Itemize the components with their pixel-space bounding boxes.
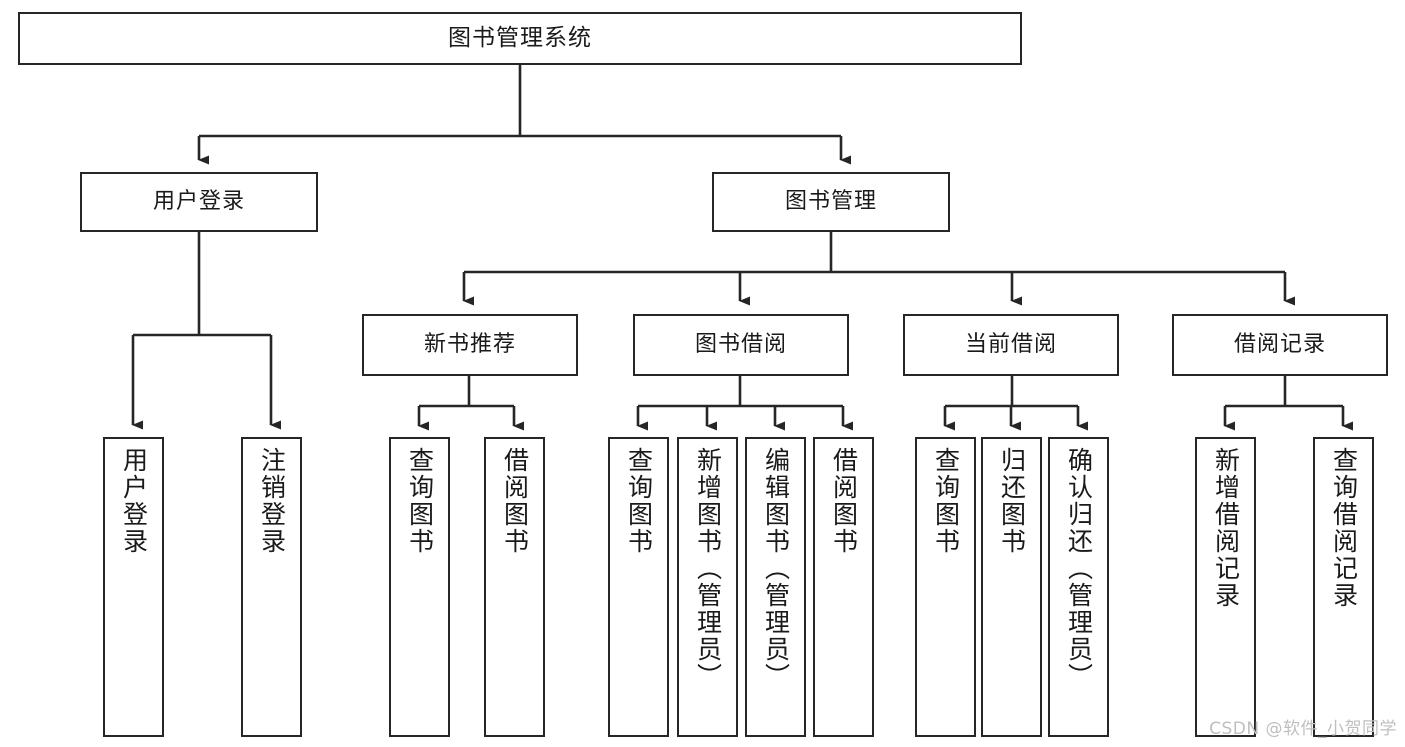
node-label: 查询图书 [405,447,435,555]
node-leaf-add-borrow-record[interactable]: 新增借阅记录 [1195,437,1256,737]
node-leaf-user-login[interactable]: 用户登录 [103,437,164,737]
node-current-borrow[interactable]: 当前借阅 [903,314,1119,376]
node-label: 编辑图书（管理员） [761,447,791,690]
node-leaf-query-borrow-record[interactable]: 查询借阅记录 [1313,437,1374,737]
node-label: 查询图书 [931,447,961,555]
node-leaf-return-book[interactable]: 归还图书 [981,437,1042,737]
node-label: 新增借阅记录 [1211,447,1241,609]
node-borrow-record[interactable]: 借阅记录 [1172,314,1388,376]
node-leaf-add-book-admin[interactable]: 新增图书（管理员） [677,437,738,737]
node-label: 注销登录 [257,447,287,555]
node-root-system[interactable]: 图书管理系统 [18,12,1022,65]
node-leaf-query-book-1[interactable]: 查询图书 [389,437,450,737]
node-label: 确认归还（管理员） [1064,447,1094,690]
watermark-text: CSDN @软件_小贺同学 [1209,719,1397,739]
node-label: 新增图书（管理员） [693,447,723,690]
node-book-borrow[interactable]: 图书借阅 [633,314,849,376]
node-leaf-logout-login[interactable]: 注销登录 [241,437,302,737]
node-label: 借阅图书 [500,447,530,555]
node-label: 借阅图书 [829,447,859,555]
node-label: 查询图书 [624,447,654,555]
node-new-book-recommend[interactable]: 新书推荐 [362,314,578,376]
node-label: 归还图书 [997,447,1027,555]
node-label: 用户登录 [119,447,149,555]
node-label: 查询借阅记录 [1329,447,1359,609]
node-leaf-query-book-3[interactable]: 查询图书 [915,437,976,737]
node-leaf-confirm-return-admin[interactable]: 确认归还（管理员） [1048,437,1109,737]
node-leaf-edit-book-admin[interactable]: 编辑图书（管理员） [745,437,806,737]
node-leaf-borrow-book-2[interactable]: 借阅图书 [813,437,874,737]
node-user-login[interactable]: 用户登录 [80,172,318,232]
node-leaf-borrow-book-1[interactable]: 借阅图书 [484,437,545,737]
node-book-manage[interactable]: 图书管理 [712,172,950,232]
node-leaf-query-book-2[interactable]: 查询图书 [608,437,669,737]
